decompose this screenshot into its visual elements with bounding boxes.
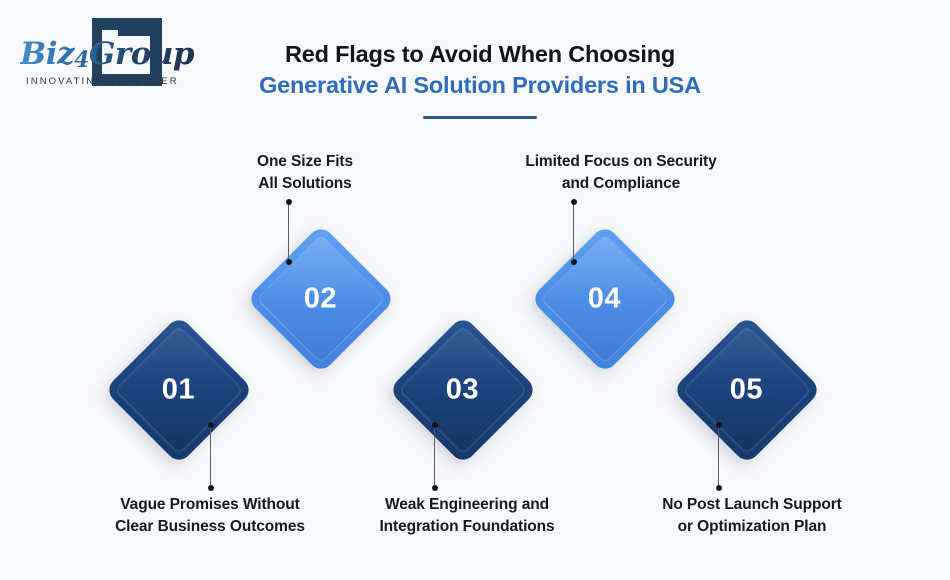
- item-label-01: Vague Promises Without Clear Business Ou…: [85, 494, 335, 539]
- connector-dot-top: [285, 199, 292, 205]
- page-title-line2: Generative AI Solution Providers in USA: [259, 72, 701, 99]
- item-label-05-line2: or Optimization Plan: [677, 518, 827, 536]
- item-label-03: Weak Engineering and Integration Foundat…: [352, 494, 582, 539]
- brand-tagline: INNOVATING TOGETHER: [26, 76, 179, 87]
- diamond-badge-05[interactable]: 05: [672, 315, 822, 465]
- diamond-number-01: 01: [162, 373, 196, 406]
- page-title-line1: Red Flags to Avoid When Choosing: [284, 41, 676, 67]
- item-label-03-line2: Integration Foundations: [379, 518, 555, 536]
- connector-line-03: [431, 422, 438, 491]
- connector-dot-bottom: [285, 259, 292, 265]
- connector-dot-top: [431, 422, 438, 428]
- diamond-badge-03[interactable]: 03: [388, 315, 538, 465]
- header: Red Flags to Avoid When Choosing Generat…: [225, 40, 735, 120]
- connector-dot-top: [570, 199, 577, 205]
- brand-name-part2: 4: [74, 47, 89, 73]
- item-label-04-line1: Limited Focus on Security: [525, 153, 717, 170]
- diamond-number-04: 04: [588, 282, 622, 315]
- connector-line-04: [570, 199, 577, 265]
- brand-name: Biz4Group: [20, 36, 194, 73]
- connector-dot-top: [207, 422, 214, 428]
- connector-dot-bottom: [715, 485, 722, 491]
- connector-dot-bottom: [570, 259, 577, 265]
- diamond-number-05: 05: [730, 373, 764, 406]
- item-label-02-line1: One Size Fits: [256, 153, 354, 170]
- diamond-badge-02[interactable]: 02: [246, 224, 396, 374]
- brand-logo: Biz4Group INNOVATING TOGETHER: [14, 14, 184, 96]
- diamond-badge-04[interactable]: 04: [530, 224, 680, 374]
- connector-line-02: [285, 199, 292, 265]
- connector-dot-bottom: [431, 485, 438, 491]
- item-label-02: One Size Fits All Solutions: [190, 151, 420, 196]
- connector-dot-top: [715, 422, 722, 428]
- connector-line-05: [715, 422, 722, 491]
- brand-name-part1: Biz: [20, 36, 75, 72]
- connector-dot-bottom: [207, 485, 214, 491]
- diamond-number-03: 03: [446, 373, 480, 406]
- item-label-04-line2: and Compliance: [561, 175, 681, 193]
- brand-name-part3: Group: [88, 36, 195, 72]
- diamond-badge-01[interactable]: 01: [104, 315, 254, 465]
- diamond-number-02: 02: [304, 282, 338, 315]
- item-label-02-line2: All Solutions: [258, 175, 352, 193]
- connector-line-01: [207, 422, 214, 491]
- item-label-05: No Post Launch Support or Optimization P…: [632, 494, 872, 539]
- item-label-03-line1: Weak Engineering and: [385, 496, 549, 513]
- item-label-01-line1: Vague Promises Without: [120, 496, 300, 513]
- logo-bracket-notch-icon: [118, 20, 158, 36]
- item-label-05-line1: No Post Launch Support: [662, 496, 842, 513]
- item-label-01-line2: Clear Business Outcomes: [115, 518, 305, 536]
- title-divider: [423, 116, 537, 120]
- item-label-04: Limited Focus on Security and Compliance: [490, 151, 752, 196]
